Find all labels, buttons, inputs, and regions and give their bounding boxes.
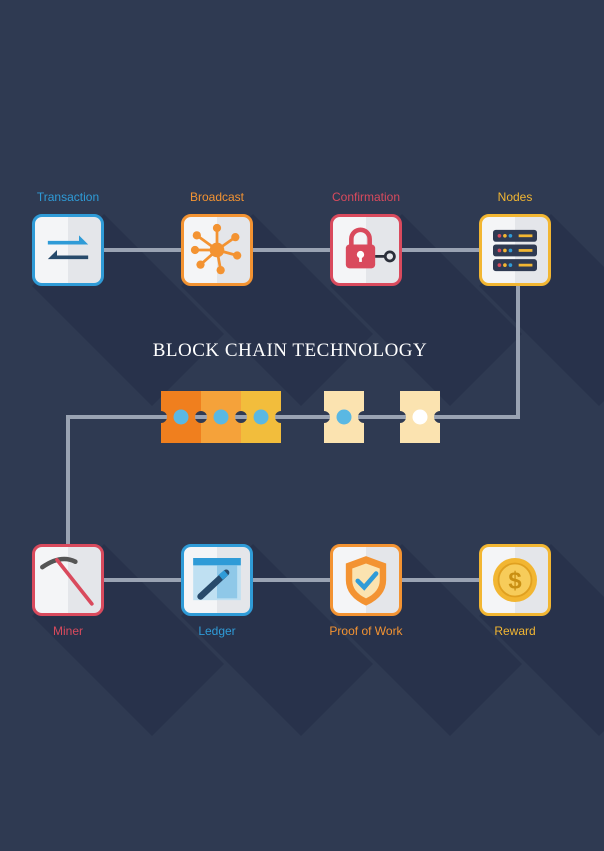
chain-block-icon bbox=[201, 391, 241, 443]
node-label: Reward bbox=[494, 624, 536, 638]
node-transaction bbox=[32, 214, 104, 286]
node-confirmation bbox=[330, 214, 402, 286]
node-label: Proof of Work bbox=[329, 624, 403, 638]
node-label: Miner bbox=[52, 624, 83, 638]
dollar-coin-icon: $ bbox=[493, 558, 537, 602]
chain-block-icon bbox=[400, 391, 440, 443]
exchange-arrows-icon bbox=[47, 235, 89, 260]
chain-block-icon bbox=[241, 391, 281, 443]
node-label: Ledger bbox=[198, 624, 236, 638]
node-proof-of-work bbox=[330, 544, 402, 616]
node-nodes bbox=[479, 214, 551, 286]
node-label: Broadcast bbox=[189, 190, 245, 204]
diagram-title: BLOCK CHAIN TECHNOLOGY bbox=[152, 340, 428, 361]
node-label: Nodes bbox=[497, 190, 533, 204]
pickaxe-icon bbox=[40, 556, 94, 606]
ledger-pencil-icon bbox=[193, 558, 241, 601]
chain-block-icon bbox=[161, 391, 201, 443]
server-stack-icon bbox=[493, 229, 537, 272]
padlock-key-icon bbox=[345, 227, 396, 269]
node-broadcast bbox=[181, 214, 253, 286]
chain-block-icon bbox=[324, 391, 364, 443]
node-label: Transaction bbox=[36, 190, 100, 204]
network-hub-icon bbox=[190, 223, 242, 275]
svg-text:$: $ bbox=[508, 567, 521, 594]
node-label: Confirmation bbox=[331, 190, 401, 204]
node-miner bbox=[32, 544, 104, 616]
node-reward: $ bbox=[479, 544, 551, 616]
node-ledger bbox=[181, 544, 253, 616]
shield-check-icon bbox=[345, 556, 387, 606]
